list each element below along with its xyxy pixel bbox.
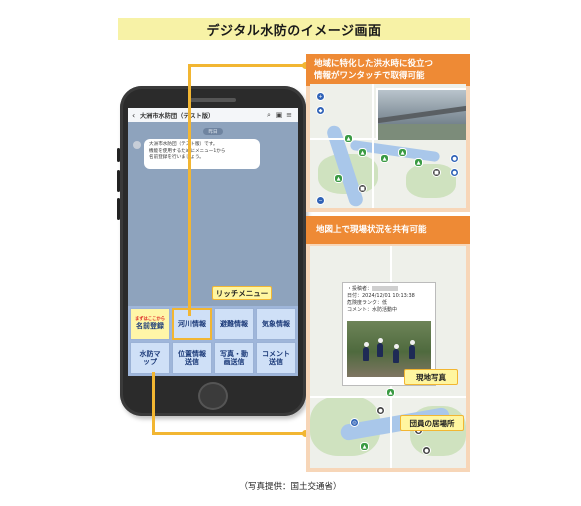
phone-side-button [117,148,120,162]
team-member-figure [393,344,399,363]
field-map[interactable]: ・投稿者： 日付：2024/12/01 10:13:38 危険度ランク：低 コメ… [310,246,466,468]
observation-station-icon[interactable]: ▲ [398,148,407,157]
report-popup[interactable]: ・投稿者： 日付：2024/12/01 10:13:38 危険度ランク：低 コメ… [342,282,436,386]
message-bubble: 大洲市水防団（テスト版）です。 機能を使用するためにメニュー1から 名前登録を行… [144,139,260,169]
message-line: 機能を使用するためにメニュー1から [149,149,255,156]
member-location-icon[interactable]: ● [376,406,385,415]
observation-station-icon[interactable]: ▲ [380,154,389,163]
river-water [378,124,466,140]
bot-avatar [133,141,141,149]
current-location-icon[interactable]: ◎ [350,418,359,427]
menu-label: 位置情報送信 [178,349,206,367]
home-button[interactable] [198,382,228,410]
observation-station-icon[interactable]: ▲ [414,158,423,167]
camera-icon[interactable]: ■ [432,168,441,177]
connector-line [152,372,155,434]
photo-pin-icon[interactable]: ▲ [386,388,395,397]
share-panel-header: 地図上で現場状況を共有可能 [306,216,470,244]
report-reporter: ・投稿者： [347,286,431,293]
connector-line [188,64,191,316]
title-banner: デジタル水防のイメージ画面 [118,18,470,40]
menu-icon[interactable]: ≡ [286,111,292,119]
chat-screen: ‹ 大洲市水防団（テスト版） ⌕ ▣ ≡ 昨日 大洲市水防団（テスト版）です。 … [128,108,298,376]
camera-icon[interactable]: ■ [358,184,367,193]
report-comment: コメント：水防活動中 [347,307,398,313]
map-zoom-out-icon[interactable]: − [316,196,325,205]
menu-send-location[interactable]: 位置情報送信 [172,342,212,374]
page-title: デジタル水防のイメージ画面 [206,23,382,39]
call-icon[interactable]: ▣ [275,111,283,119]
phone-volume-down [117,198,120,220]
search-icon[interactable]: ⌕ [267,110,271,119]
connector-dot [302,430,309,437]
info-panel-header: 地域に特化した洪水時に役立つ 情報がワンタッチで取得可能 [306,54,470,86]
field-photo [347,321,431,377]
photo-credit: （写真提供：国土交通省） [239,482,342,492]
observation-station-icon[interactable]: ▲ [358,148,367,157]
connector-line [152,432,306,435]
team-member-figure [363,342,369,361]
menu-send-photo-video[interactable]: 写真・動画送信 [214,342,254,374]
smartphone: ‹ 大洲市水防団（テスト版） ⌕ ▣ ≡ 昨日 大洲市水防団（テスト版）です。 … [117,86,309,416]
rain-gauge-icon[interactable]: ● [450,168,459,177]
connector-line [188,64,306,67]
bridge-deck [378,105,466,124]
rich-menu: まずはここから 名前登録 河川情報 避難情報 気象情報 水防マップ 位置情報送信… [128,306,298,376]
menu-weather-info[interactable]: 気象情報 [256,308,296,340]
phone-volume-up [117,170,120,192]
map-forest [406,164,456,198]
team-member-figure [409,340,415,359]
map-zoom-in-icon[interactable]: + [316,92,325,101]
photo-pin-icon[interactable]: ▲ [360,442,369,451]
menu-name-register[interactable]: まずはここから 名前登録 [130,308,170,340]
map-layer-icon[interactable]: ◆ [316,106,325,115]
date-chip: 昨日 [203,128,223,135]
menu-start-tag: まずはここから [134,317,166,323]
message-line: 大洲市水防団（テスト版）です。 [149,142,218,147]
observation-station-icon[interactable]: ▲ [334,174,343,183]
members-callout: 団員の居場所 [400,415,464,431]
reporter-mask [372,286,399,291]
photo-callout: 現地写真 [404,369,458,385]
menu-send-comment[interactable]: コメント送信 [256,342,296,374]
chat-header: ‹ 大洲市水防団（テスト版） ⌕ ▣ ≡ [128,108,298,122]
menu-label: コメント送信 [262,349,290,367]
map-road [310,396,466,398]
menu-label: 水防マップ [139,349,161,367]
menu-flood-map[interactable]: 水防マップ [130,342,170,374]
menu-river-info[interactable]: 河川情報 [172,308,212,340]
menu-label: 河川情報 [178,319,206,328]
river-map[interactable]: + ◆ − ▲ ▲ ▲ ▲ ▲ ▲ ■ ■ ● ● [310,84,466,208]
info-panel-line: 情報がワンタッチで取得可能 [314,71,425,81]
menu-label: 名前登録 [136,322,164,331]
info-panel: 地域に特化した洪水時に役立つ 情報がワンタッチで取得可能 + ◆ − ▲ ▲ ▲… [306,54,470,212]
team-member-figure [377,338,383,357]
share-panel-title: 地図上で現場状況を共有可能 [316,225,427,235]
menu-label: 写真・動画送信 [220,349,248,367]
phone-speaker [190,98,236,102]
menu-label: 気象情報 [262,319,290,328]
back-arrow-icon[interactable]: ‹ [132,110,136,120]
share-panel: 地図上で現場状況を共有可能 ・投稿者： 日付：2024/12/01 10:13:… [306,216,470,472]
observation-station-icon[interactable]: ▲ [344,134,353,143]
report-danger: 危険度ランク：低 [347,300,388,306]
menu-evacuation-info[interactable]: 避難情報 [214,308,254,340]
report-datetime: 日付：2024/12/01 10:13:38 [347,293,415,299]
river-camera-photo[interactable] [376,88,466,140]
info-panel-line: 地域に特化した洪水時に役立つ [314,59,434,69]
member-location-icon[interactable]: ● [422,446,431,455]
connector-dot [302,62,309,69]
menu-label: 避難情報 [220,319,248,328]
chat-room-title: 大洲市水防団（テスト版） [140,112,215,120]
rain-gauge-icon[interactable]: ● [450,154,459,163]
reporter-label: ・投稿者： [347,286,373,292]
map-road [372,84,374,208]
rich-menu-callout: リッチメニュー [212,286,272,300]
message-line: 名前登録を行いましょう。 [149,155,204,161]
